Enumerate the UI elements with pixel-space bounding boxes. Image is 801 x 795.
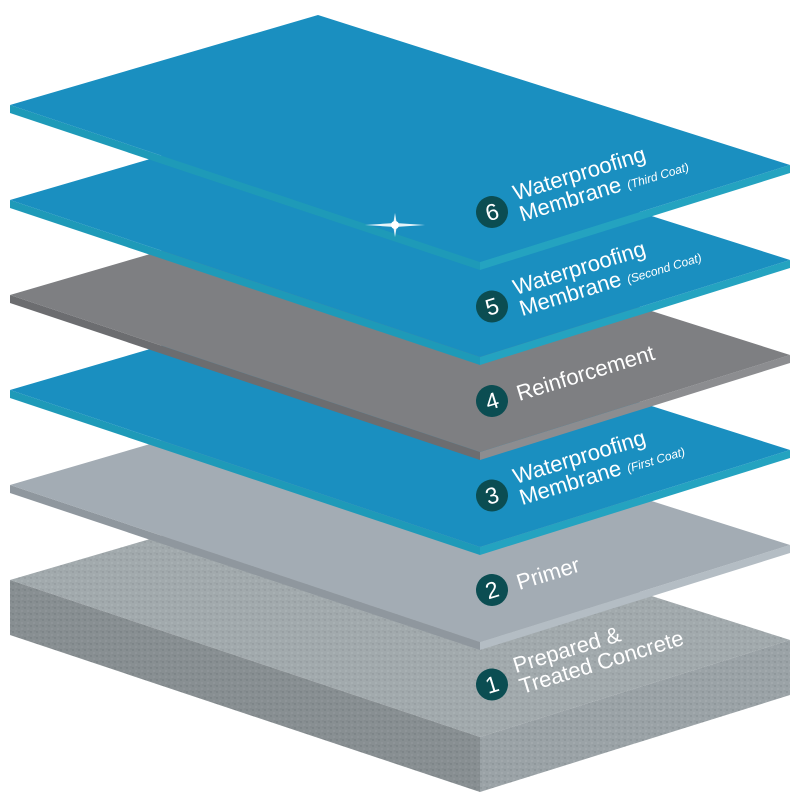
layer-left-edge	[10, 105, 480, 270]
layer-number-badge	[476, 385, 508, 417]
layer-top-face	[10, 15, 790, 262]
shade	[10, 580, 480, 792]
layer-right-edge	[480, 165, 790, 270]
layer-number-badge	[476, 574, 508, 606]
layer-left-edge	[10, 200, 480, 365]
layer-right-edge	[480, 355, 790, 460]
layer-number-badge	[476, 290, 508, 323]
layer-left-edge	[10, 295, 480, 460]
layer-left-edge	[10, 580, 480, 792]
layer-right-edge	[480, 260, 790, 365]
layer-right-edge	[480, 450, 790, 555]
sparkle-icon	[365, 213, 425, 237]
layer-number-badge	[476, 479, 508, 512]
layer-left-edge	[10, 390, 480, 555]
layer-right-edge	[480, 640, 790, 792]
layer-number-badge	[476, 196, 508, 228]
layer-number-badge	[476, 668, 508, 701]
layer-left-edge	[10, 485, 480, 650]
layer-right-edge	[480, 545, 790, 650]
